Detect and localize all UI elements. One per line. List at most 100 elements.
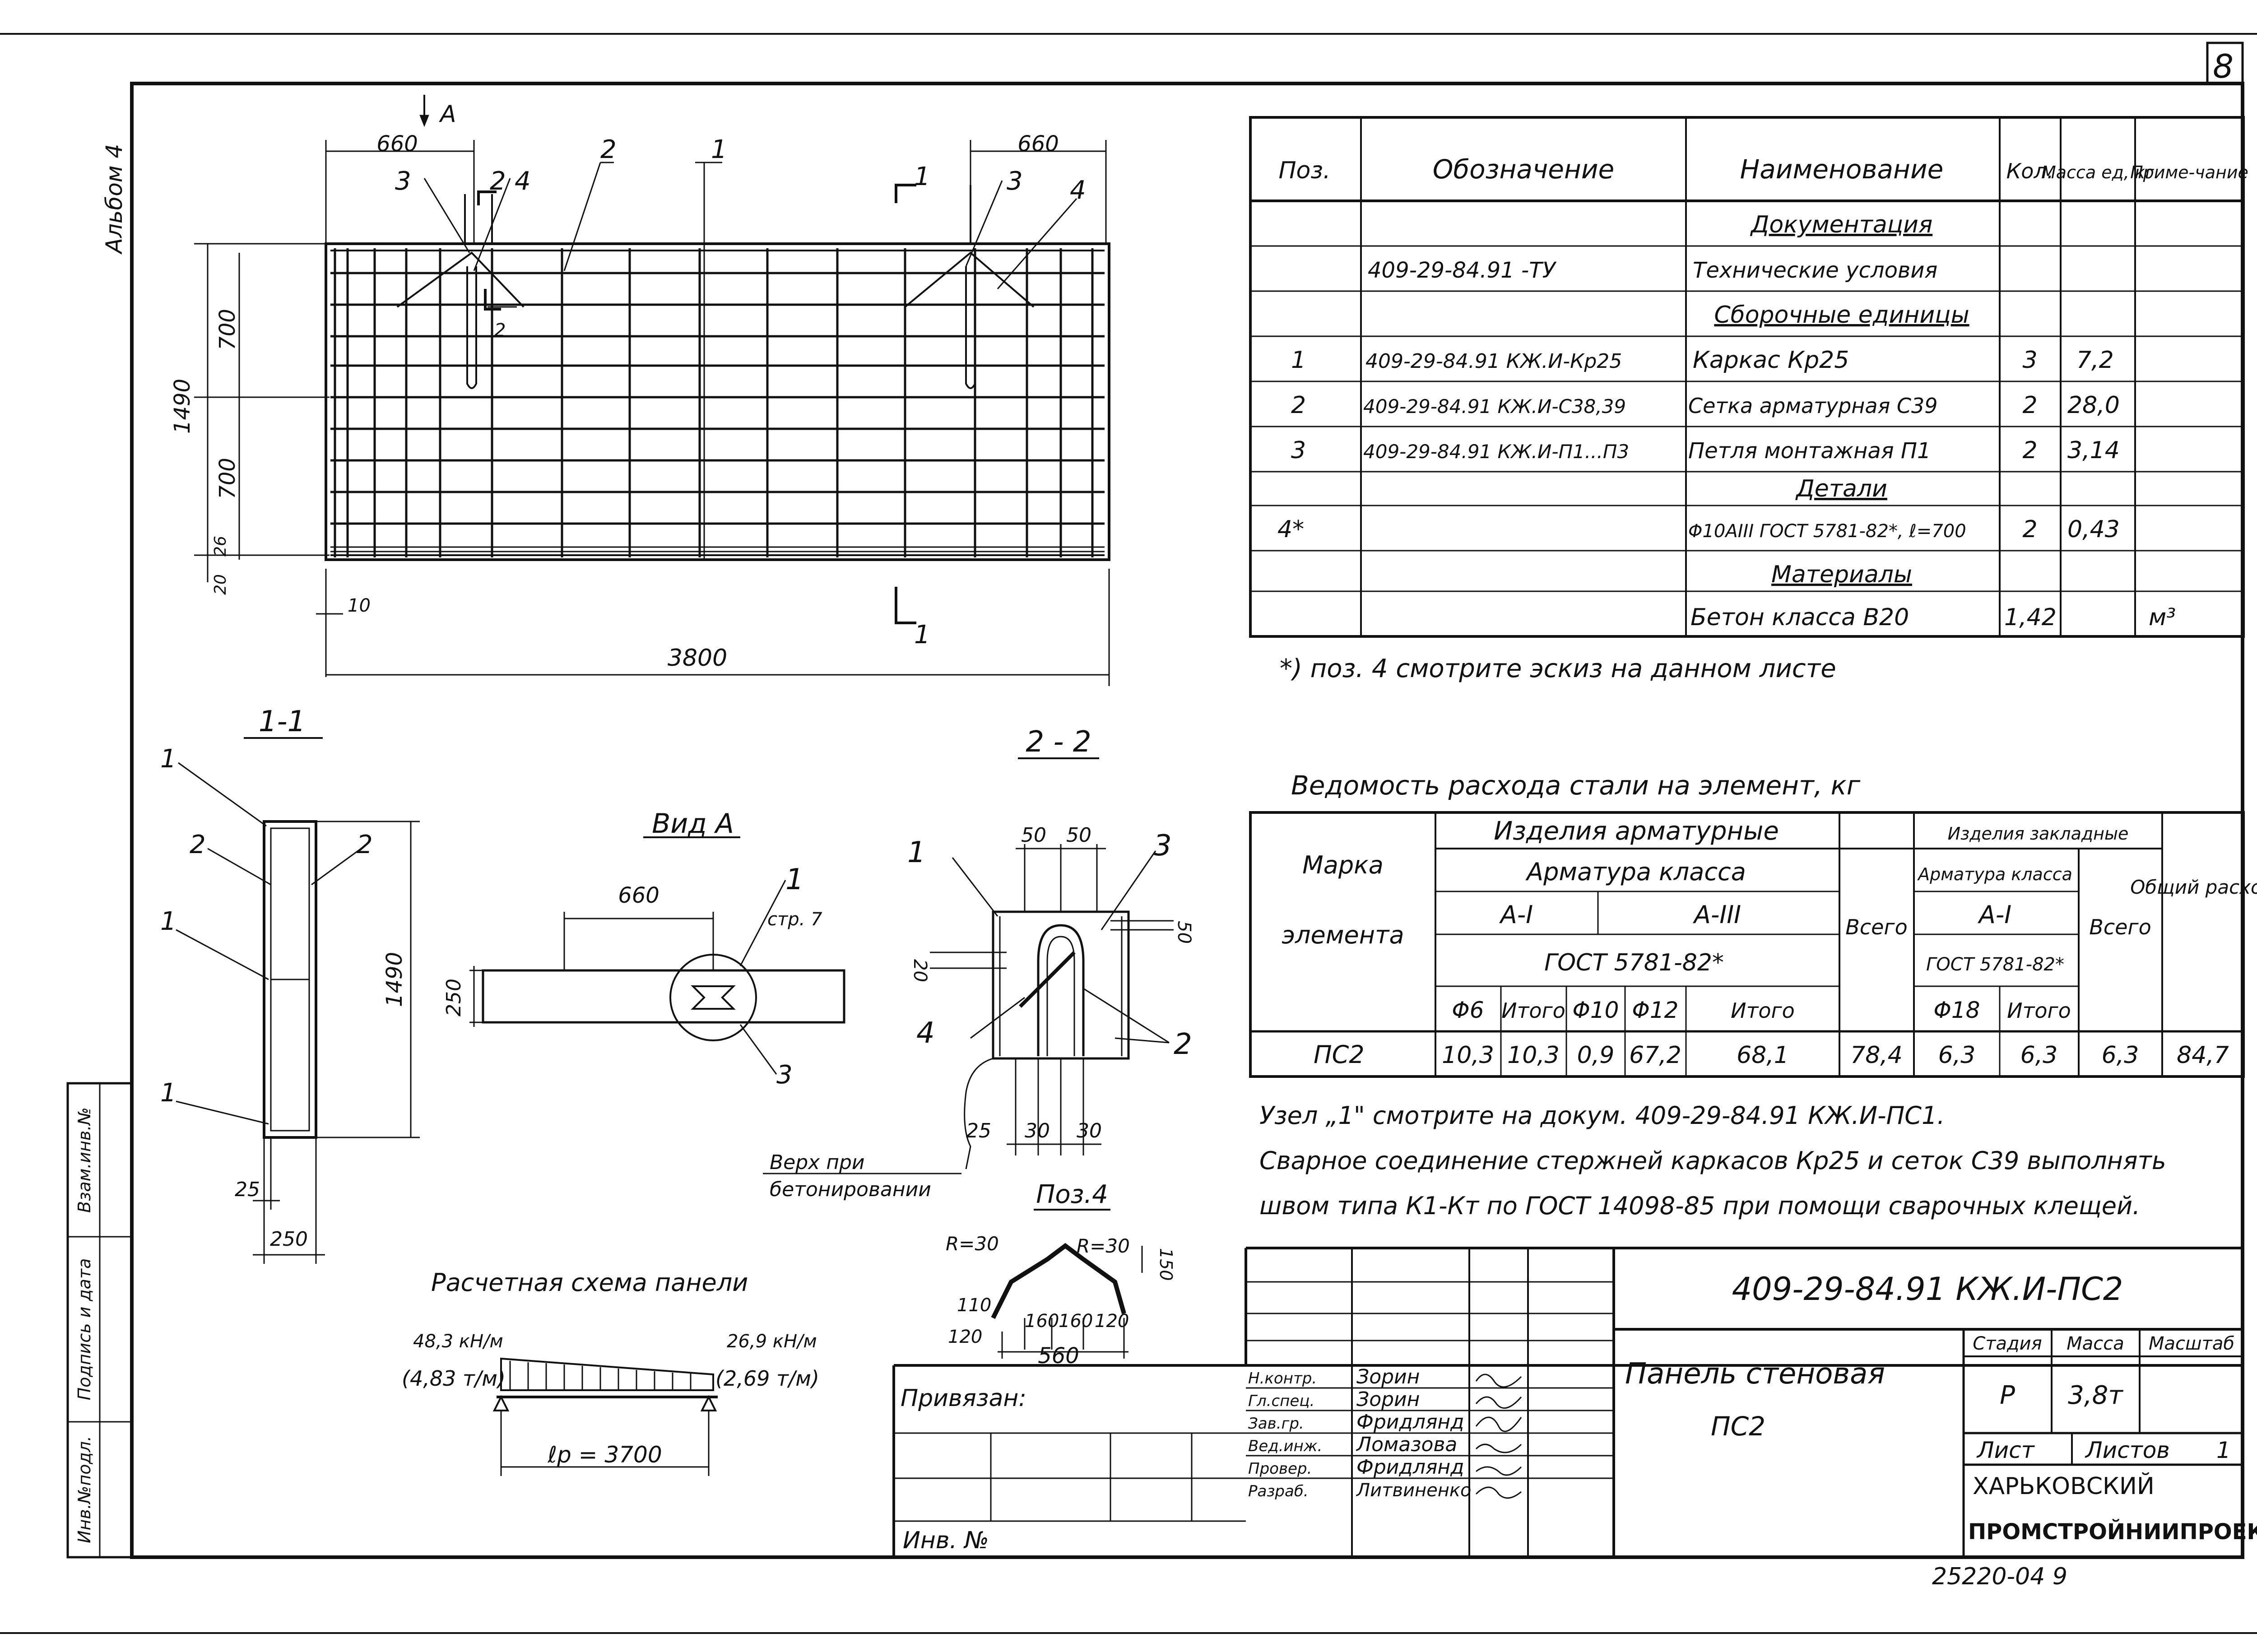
tb-person-6: Литвиненко xyxy=(1356,1480,1472,1501)
pos4-dim-160b: 160 xyxy=(1059,1311,1093,1332)
tb-role-5: Провер. xyxy=(1248,1460,1312,1478)
steel-h-class: Арматура класса xyxy=(1525,858,1746,886)
steel-h-mark2: элемента xyxy=(1282,921,1404,949)
leader-4-left: 4 xyxy=(515,167,531,196)
dim-660-right: 660 xyxy=(1017,131,1059,157)
tb-sheets-h: Листов xyxy=(2085,1437,2170,1463)
leader-cut-1-top: 1 xyxy=(914,162,930,191)
s22-leader-2: 2 xyxy=(1174,1028,1192,1061)
steel-h-embed: Изделия закладные xyxy=(1948,824,2129,844)
spec-section-materials: Материалы xyxy=(1771,561,1912,588)
tb-name2: ПС2 xyxy=(1711,1411,1765,1442)
pos4-dim-120: 120 xyxy=(948,1327,982,1347)
steel-h-rebar: Изделия арматурные xyxy=(1494,817,1779,846)
spec-r9-name: Бетон класса В20 xyxy=(1690,604,1909,631)
tb-person-4: Ломазова xyxy=(1356,1433,1457,1456)
spec-r5-name: Петля монтажная П1 xyxy=(1688,438,1931,464)
calc-scheme: Расчетная схема панели 48,3 кН/м (4,83 т… xyxy=(402,1268,819,1476)
s22-dim-50a: 50 xyxy=(1021,824,1046,847)
spec-r7-name: Φ10AIII ГОСТ 5781-82*, ℓ=700 xyxy=(1688,521,1966,542)
spec-r4-qty: 2 xyxy=(2022,392,2037,419)
steel-v-total-emb: 6,3 xyxy=(2102,1042,2139,1069)
steel-h-common: Общий расход xyxy=(2130,876,2257,898)
panel-plan: 660 660 700 700 1490 26 20 10 3800 А 3 2… xyxy=(170,95,1110,686)
dim-700-bottom: 700 xyxy=(215,458,240,499)
spec-r9-note: м³ xyxy=(2149,604,2176,631)
spec-r4-mass: 28,0 xyxy=(2067,392,2120,419)
leader-4-right: 4 xyxy=(1070,176,1086,205)
steel-v-total2: 68,1 xyxy=(1737,1042,1789,1069)
view-a-leader-1: 1 xyxy=(785,863,804,896)
steel-title: Ведомость расхода стали на элемент, кг xyxy=(1291,770,1861,801)
steel-h-a1b: А-I xyxy=(1978,900,2011,929)
tb-stage-h: Стадия xyxy=(1973,1333,2042,1354)
steel-col-total3: Итого xyxy=(2007,998,2071,1023)
calc-load-left: 48,3 кН/м xyxy=(413,1331,503,1352)
spec-r5-pos: 3 xyxy=(1291,437,1306,464)
s22-dim-25: 25 xyxy=(966,1119,991,1142)
tb-org2: ПРОМСТРОЙНИИПРОЕКТ xyxy=(1968,1519,2257,1545)
steel-v-total3: 6,3 xyxy=(2020,1042,2058,1069)
spec-h-pos: Поз. xyxy=(1278,157,1330,184)
tb-name: Панель стеновая xyxy=(1625,1357,1885,1391)
note-1: Узел „1" смотрите на докум. 409-29-84.91… xyxy=(1259,1101,1945,1130)
s22-leader-3: 3 xyxy=(1153,829,1172,863)
steel-col-f12: Φ12 xyxy=(1632,997,1679,1023)
spec-r3-mass: 7,2 xyxy=(2076,347,2114,374)
spec-r5-mass: 3,14 xyxy=(2067,437,2120,464)
pos4-r30-right: R=30 xyxy=(1077,1235,1130,1257)
tb-role-2: Гл.спец. xyxy=(1248,1392,1314,1410)
tb-person-2: Зорин xyxy=(1356,1388,1420,1411)
steel-v-mark: ПС2 xyxy=(1314,1040,1365,1069)
leader-cut-1-bottom: 1 xyxy=(914,620,930,650)
leader-1: 1 xyxy=(711,135,727,164)
tb-role-4: Вед.инж. xyxy=(1248,1437,1322,1455)
side-original-inv: Инв.№подл. xyxy=(74,1436,94,1543)
spec-r7-mass: 0,43 xyxy=(2067,516,2120,543)
tb-role-1: Н.контр. xyxy=(1248,1369,1317,1387)
pos4-dim-160a: 160 xyxy=(1025,1311,1059,1332)
steel-col-total2: Итого xyxy=(1731,998,1795,1023)
spec-r1-name: Технические условия xyxy=(1693,258,1937,283)
spec-r3-designation: 409-29-84.91 КЖ.И-Кр25 xyxy=(1365,350,1622,373)
tb-sheet-h: Лист xyxy=(1976,1437,2035,1463)
tb-role-6: Разраб. xyxy=(1248,1482,1309,1500)
side-replaced-inv: Взам.инв.№ xyxy=(74,1107,94,1213)
dim-10: 10 xyxy=(348,595,371,616)
note-3: швом типа К1-Кт по ГОСТ 14098-85 при пом… xyxy=(1259,1192,2140,1220)
spec-r4-designation: 409-29-84.91 КЖ.И-С38,39 xyxy=(1363,395,1626,418)
steel-h-total2: Всего xyxy=(2089,915,2151,939)
pos4-sketch: Поз.4 R=30 R=30 150 110 120 160 160 120 … xyxy=(946,1180,1176,1369)
spec-h-qty: Кол. xyxy=(2006,159,2054,183)
dim-660-left: 660 xyxy=(376,131,418,157)
dim-20: 20 xyxy=(211,574,230,595)
s22-dim-30b: 30 xyxy=(1077,1119,1102,1142)
title-block: 409-29-84.91 КЖ.И-ПС2 Панель стеновая ПС… xyxy=(892,1247,2257,1557)
sheet-number: 8 xyxy=(2213,47,2234,85)
tb-sheets: 1 xyxy=(2216,1437,2231,1463)
tb-bound: Привязан: xyxy=(901,1385,1026,1412)
view-a-dim-250: 250 xyxy=(442,979,465,1016)
steel-v-common: 84,7 xyxy=(2177,1042,2229,1069)
view-a: Вид А 660 250 1 стр. 7 3 xyxy=(442,808,845,1090)
steel-v-total1: 10,3 xyxy=(1507,1042,1560,1069)
s22-dim-20: 20 xyxy=(910,959,930,982)
steel-col-f18: Φ18 xyxy=(1934,997,1980,1023)
signatures xyxy=(1475,1374,1522,1499)
steel-col-f10: Φ10 xyxy=(1573,997,1619,1023)
steel-h-a1: А-I xyxy=(1499,900,1533,929)
s22-dim-50b: 50 xyxy=(1066,824,1091,847)
tb-person-5: Фридлянд xyxy=(1356,1456,1464,1479)
spec-r9-qty: 1,42 xyxy=(2004,604,2057,631)
pos4-r30-left: R=30 xyxy=(946,1233,999,1255)
tb-role-3: Зав.гр. xyxy=(1248,1415,1304,1433)
pos4-dim-120b: 120 xyxy=(1095,1311,1129,1332)
calc-load-left-t: (4,83 т/м) xyxy=(402,1366,506,1391)
tb-scale-h: Масштаб xyxy=(2149,1333,2234,1354)
view-a-marker: А xyxy=(439,101,456,128)
s22-note-bottom: бетонировании xyxy=(770,1178,931,1201)
dim-3800: 3800 xyxy=(668,645,727,672)
spec-footnote: *) поз. 4 смотрите эскиз на данном листе xyxy=(1280,654,1836,683)
view-a-dim-660: 660 xyxy=(618,883,659,908)
